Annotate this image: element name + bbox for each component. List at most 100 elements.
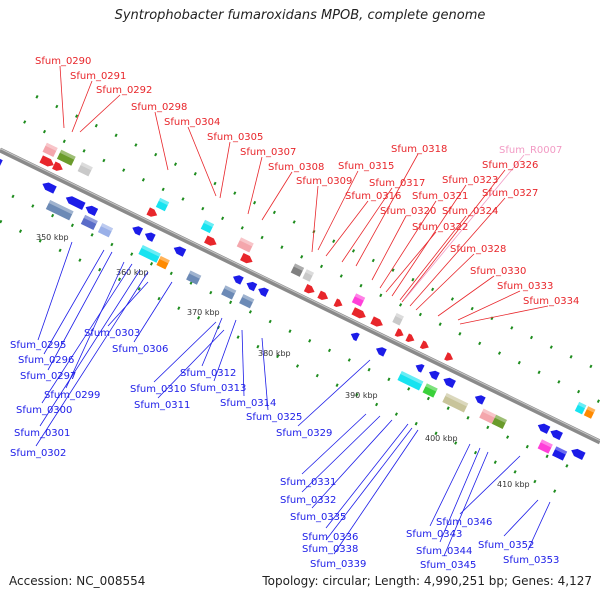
gene-label: Sfum_0344 (416, 546, 472, 557)
leader-line (39, 269, 141, 427)
reverse-gene-13 (233, 275, 244, 285)
track-dot (58, 248, 62, 253)
reverse-block-6-shine (100, 223, 114, 232)
gene-features (0, 142, 596, 461)
track-dot (141, 178, 145, 182)
reverse-block-10-box (156, 256, 170, 270)
gene-label: Sfum_0329 (276, 428, 332, 439)
track-dot (513, 470, 517, 474)
forward-block-5 (155, 197, 170, 212)
track-dot (319, 264, 324, 269)
track-dot (229, 300, 233, 305)
track-dot (327, 348, 332, 353)
leader-line (153, 321, 217, 383)
track-dot (569, 355, 573, 359)
reverse-block-32-box (552, 446, 568, 461)
track-dot (315, 373, 319, 378)
leader-line (37, 241, 73, 341)
reverse-gene-18-shape (350, 332, 360, 342)
forward-gene-8 (204, 235, 217, 246)
reverse-block-25-shine (445, 392, 469, 407)
track-dot (94, 123, 98, 128)
forward-gene-14-shape (317, 290, 329, 300)
leader-line (247, 156, 263, 215)
forward-gene-18 (370, 316, 383, 327)
track-dot (98, 267, 102, 272)
gene-label: Sfum_0333 (497, 281, 553, 292)
leader-line (301, 413, 367, 475)
reverse-gene-2-shape (65, 196, 86, 210)
forward-gene-14 (317, 290, 329, 300)
gene-label: Sfum_0290 (35, 56, 91, 67)
forward-gene-13 (303, 284, 315, 294)
forward-block-0-box (42, 142, 58, 158)
gene-label: Sfum_0353 (503, 555, 559, 566)
track-dot (173, 162, 178, 166)
gene-label: Sfum_0317 (369, 178, 425, 189)
track-dot (256, 344, 260, 349)
reverse-gene-7 (132, 226, 144, 236)
forward-block-12-shine (305, 269, 314, 276)
gene-label: Sfum_0308 (268, 162, 324, 173)
leader-line (219, 141, 231, 199)
forward-block-19 (392, 313, 404, 326)
forward-gene-3 (52, 161, 63, 171)
gene-label: Sfum_0295 (10, 340, 66, 351)
gene-label: Sfum_0299 (44, 390, 100, 401)
gene-label: Sfum_0346 (436, 517, 492, 528)
track-dot (438, 322, 442, 326)
reverse-block-12-shine (189, 270, 202, 279)
leader-line (459, 455, 521, 515)
gene-label: Sfum_0330 (470, 266, 526, 277)
leader-line (371, 215, 407, 281)
backbone-line (0, 147, 600, 445)
gene-label: Sfum_0352 (478, 540, 534, 551)
track-dot (35, 95, 39, 99)
track-dot (557, 380, 561, 384)
reverse-gene-26 (474, 395, 486, 405)
forward-block-5-shine (158, 197, 170, 206)
reverse-block-28 (491, 414, 507, 430)
forward-gene-2-shape (39, 155, 54, 167)
leader-line (59, 65, 65, 129)
gene-label: Sfum_0327 (482, 188, 538, 199)
scale-tick-label: 360 kbp (116, 268, 149, 277)
forward-gene-2 (39, 155, 54, 167)
reverse-block-4 (45, 200, 74, 221)
track-dot (177, 306, 181, 310)
track-dot (379, 293, 383, 298)
leader-line (355, 153, 419, 267)
reverse-block-17-shine (242, 294, 255, 303)
track-dot (399, 303, 403, 307)
genome-summary-text: Topology: circular; Length: 4,990,251 bp… (262, 574, 592, 588)
scale-tick-label: 350 kbp (36, 233, 69, 242)
gene-label: Sfum_0309 (296, 176, 352, 187)
leader-line (213, 319, 237, 382)
gene-label: Sfum_0325 (246, 412, 302, 423)
forward-gene-22-shape (419, 340, 429, 349)
track-dot (110, 242, 114, 247)
forward-gene-21 (405, 333, 415, 342)
track-dot (355, 393, 359, 397)
gene-label: Sfum_0328 (450, 244, 506, 255)
leader-line (43, 249, 105, 355)
leader-line (241, 329, 245, 397)
gene-label: Sfum_0297 (20, 371, 76, 382)
gene-label: Sfum_0305 (207, 132, 263, 143)
reverse-block-28-shine (494, 414, 507, 424)
track-dot (418, 312, 422, 317)
reverse-block-9-box (138, 245, 161, 263)
forward-block-0-shine (45, 142, 58, 152)
forward-block-25-shine (586, 406, 596, 413)
track-dot (18, 229, 23, 233)
reverse-gene-8-shape (144, 232, 156, 242)
track-dot (371, 258, 375, 263)
leader-line (41, 263, 133, 404)
forward-gene-15 (333, 298, 343, 307)
leader-line (399, 215, 467, 301)
forward-gene-3-shape (52, 161, 63, 171)
reverse-block-16 (221, 285, 237, 300)
track-dot (90, 233, 94, 237)
reverse-gene-8 (144, 232, 156, 242)
